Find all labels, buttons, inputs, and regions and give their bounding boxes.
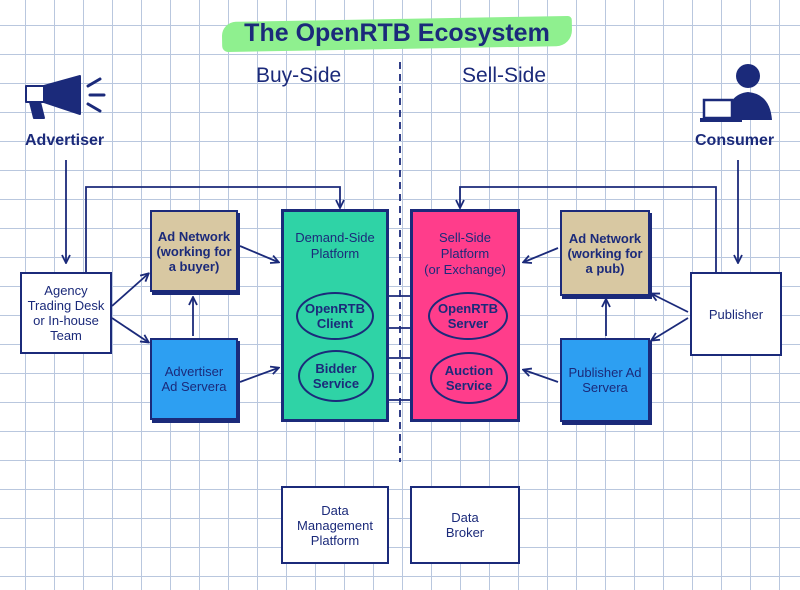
openrtb-client-oval: OpenRTB Client: [296, 292, 374, 340]
pub-ad-network-to-ssp-arrow: [524, 247, 559, 262]
buy-side-label: Buy-Side: [256, 64, 342, 87]
data-broker-label: Data Broker: [445, 510, 485, 540]
agency-to-dsp-arrow: [85, 186, 340, 272]
publisher-ad-server-box: Publisher Ad Servera: [560, 338, 650, 422]
sell-side-label: Sell-Side: [462, 64, 547, 87]
pub-ad-server-to-ssp-arrow: [524, 370, 559, 383]
dsp-label: Demand-Side Platform: [295, 230, 375, 261]
ad-network-to-dsp-arrow: [239, 245, 278, 262]
publisher-to-ad-server-arrow: [652, 317, 689, 340]
bidder-service-label: Bidder Service: [312, 361, 360, 391]
publisher-box: Publisher: [690, 272, 782, 356]
ssp-label: Sell-Side Platform (or Exchange): [424, 230, 506, 277]
pub-ad-network-box: Ad Network (working for a pub): [560, 210, 650, 296]
openrtb-server-label: OpenRTB Server: [438, 301, 498, 331]
openrtb-server-oval: OpenRTB Server: [428, 292, 508, 340]
page-title: The OpenRTB Ecosystem: [244, 18, 550, 47]
agency-to-ad-network-arrow: [111, 274, 148, 307]
ad-server-to-dsp-arrow: [239, 368, 278, 383]
buyer-ad-network-label: Ad Network (working for a buyer): [156, 228, 232, 274]
agency-label: Agency Trading Desk or In-house Team: [27, 283, 105, 343]
buyer-ad-network-box: Ad Network (working for a buyer): [150, 210, 238, 292]
dmp-box: Data Management Platform: [281, 486, 389, 564]
consumer-label: Consumer: [695, 132, 775, 149]
agency-to-ad-server-arrow: [111, 317, 148, 342]
auction-service-oval: Auction Service: [430, 352, 508, 404]
publisher-to-ad-network-arrow: [652, 294, 689, 313]
megaphone-icon: [25, 75, 106, 119]
auction-service-label: Auction Service: [444, 363, 494, 393]
data-broker-box: Data Broker: [410, 486, 520, 564]
openrtb-client-label: OpenRTB Client: [305, 301, 365, 331]
publisher-label: Publisher: [708, 306, 764, 322]
advertiser-label: Advertiser: [25, 132, 105, 149]
advertiser-ad-server-box: Advertiser Ad Servera: [150, 338, 238, 420]
publisher-to-ssp-arrow: [460, 186, 717, 272]
title-block: The OpenRTB Ecosystem: [221, 12, 573, 54]
agency-box: Agency Trading Desk or In-house Team: [20, 272, 112, 354]
dmp-label: Data Management Platform: [297, 502, 373, 548]
bidder-service-oval: Bidder Service: [298, 350, 374, 402]
advertiser-ad-server-label: Advertiser Ad Servera: [161, 364, 227, 394]
pub-ad-network-label: Ad Network (working for a pub): [567, 230, 643, 276]
publisher-ad-server-label: Publisher Ad Servera: [568, 365, 642, 395]
person-laptop-icon: [700, 64, 772, 122]
